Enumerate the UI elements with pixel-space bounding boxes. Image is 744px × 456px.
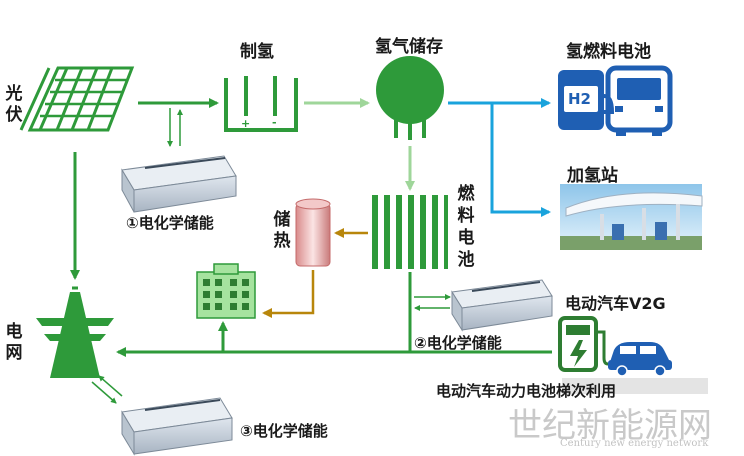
hydrogen-vehicle-label: 氢燃料电池	[566, 42, 651, 62]
svg-text:-: -	[272, 116, 277, 129]
fuel-cell-char: 池	[457, 250, 475, 270]
hydrogen-storage-label: 氢气储存	[375, 37, 443, 57]
electric-car-icon	[608, 342, 672, 377]
watermark-band	[562, 378, 708, 394]
electrolysis-cell-icon: + -	[224, 76, 298, 132]
power-tower-icon	[36, 286, 114, 378]
heat-storage-tank-icon	[295, 198, 331, 267]
watermark-subtext: Century new energy network	[560, 438, 709, 449]
arrow-heat-building	[262, 270, 315, 318]
electrolysis-label: 制氢	[240, 42, 274, 62]
v2g-label: 电动汽车V2G	[565, 294, 666, 313]
watermark-text: 世纪新能源网	[508, 406, 712, 446]
hydrogen-station-image	[560, 184, 703, 250]
storage1-label: ①电化学储能	[126, 214, 214, 232]
arrow-to-storage3	[91, 381, 117, 404]
arrow-storage-station	[490, 103, 551, 217]
h2-badge: H2	[568, 90, 591, 108]
storage2-label: ②电化学储能	[414, 334, 502, 352]
battery-container-2-icon	[451, 279, 553, 332]
storage3-label: ③电化学储能	[240, 422, 328, 440]
svg-text:+: +	[241, 117, 250, 130]
fuel-cell-icon	[372, 195, 448, 269]
grid-label: 电网	[5, 322, 23, 363]
arrow-from-storage3	[98, 375, 123, 397]
hydrogen-tank-icon	[376, 56, 444, 140]
fuel-cell-char: 料	[457, 206, 475, 226]
fuel-cell-char: 电	[457, 228, 475, 248]
hydrogen-bus-icon	[558, 65, 673, 136]
ev-charger-icon	[558, 316, 609, 372]
pv-label: 光伏	[5, 84, 23, 125]
battery-container-1-icon	[121, 155, 237, 213]
fuel-cell-char: 燃	[457, 184, 475, 204]
building-icon	[196, 263, 256, 319]
solar-panel-icon	[19, 66, 135, 132]
station-label: 加氢站	[567, 166, 618, 186]
battery-container-3-icon	[121, 397, 233, 456]
heat-storage-label: 储热	[273, 210, 291, 251]
fuel-cell-label: 燃 料 电 池	[456, 183, 476, 271]
battery-reuse-label: 电动汽车动力电池梯次利用	[436, 382, 617, 400]
